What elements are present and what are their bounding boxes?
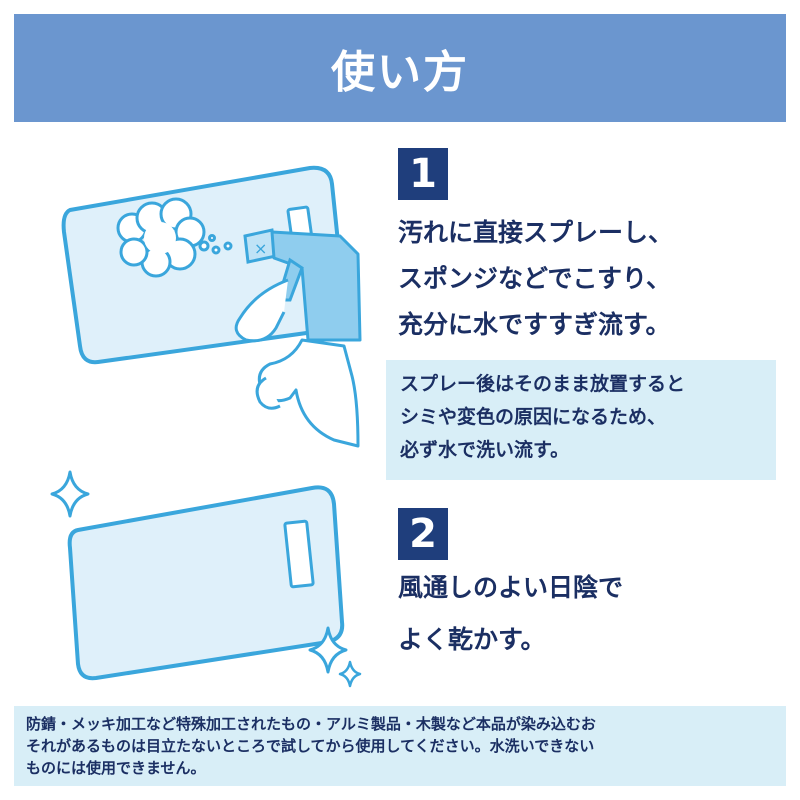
dry-illustration: [50, 470, 362, 688]
step-2-line: よく乾かす。: [398, 625, 546, 654]
caution-note-line: スプレー後はそのまま放置すると: [400, 373, 686, 395]
warning-line: 防錆・メッキ加工など特殊加工されたもの・アルミ製品・木製など本品が染み込むお: [26, 715, 596, 733]
caution-note-line: シミや変色の原因になるため、: [400, 406, 667, 428]
page-title: 使い方: [331, 47, 469, 98]
step-1-line: 充分に水ですすぎ流す。: [398, 310, 671, 339]
step-2-line: 風通しのよい日陰で: [398, 573, 624, 602]
warning-footer: 防錆・メッキ加工など特殊加工されたもの・アルミ製品・木製など本品が染み込むお そ…: [14, 706, 786, 786]
spray-illustration: ×: [61, 165, 362, 448]
warning-line: ものには使用できません。: [26, 759, 206, 777]
caution-note: スプレー後はそのまま放置すると シミや変色の原因になるため、 必ず水で洗い流す。: [386, 360, 776, 480]
page-header: 使い方: [14, 14, 786, 122]
warning-line: それがあるものは目立たないところで試してから使用してください。水洗いできない: [26, 737, 595, 755]
svg-text:×: ×: [254, 239, 267, 258]
foam-icon: [116, 197, 233, 278]
sparkle-icon: [338, 660, 362, 688]
caution-note-line: 必ず水で洗い流す。: [400, 439, 570, 461]
cutting-board-icon: [67, 485, 345, 681]
sparkle-icon: [50, 470, 90, 518]
step-1-line: スポンジなどでこすり、: [398, 264, 672, 293]
step-1-line: 汚れに直接スプレーし、: [398, 218, 674, 247]
spray-bottle-icon: ×: [243, 228, 362, 342]
step-number-1: 1: [398, 148, 448, 200]
sparkle-icon: [308, 626, 348, 674]
step-1-instructions: 汚れに直接スプレーし、 スポンジなどでこすり、 充分に水ですすぎ流す。: [398, 210, 673, 348]
hand-icon: [234, 278, 360, 448]
step-2-instructions: 風通しのよい日陰で よく乾かす。: [398, 562, 623, 666]
step-number-2: 2: [398, 508, 448, 560]
